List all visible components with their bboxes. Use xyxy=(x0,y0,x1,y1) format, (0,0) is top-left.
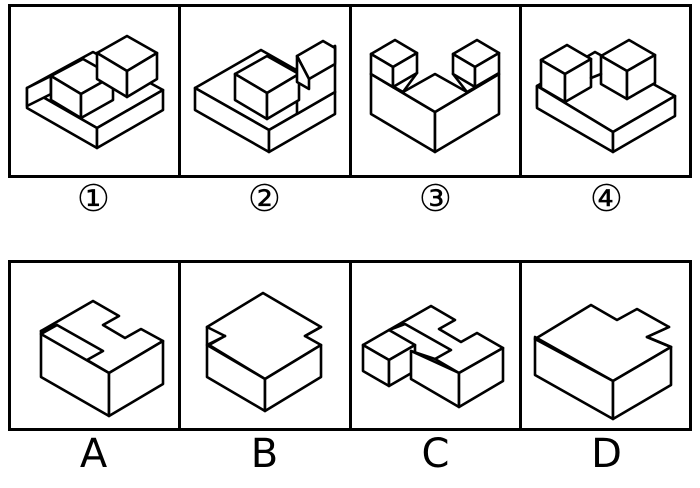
block-figure-1 xyxy=(25,34,164,150)
figure-cell-a[interactable] xyxy=(11,263,182,428)
figure-cell-2[interactable] xyxy=(181,7,352,175)
block-figure-2 xyxy=(193,39,337,154)
caption-circled-2: ② xyxy=(247,177,282,220)
caption-cell-b: B xyxy=(179,434,350,484)
figure-cell-b[interactable] xyxy=(181,263,352,428)
figure-cell-d[interactable] xyxy=(521,263,689,428)
caption-circled-1: ① xyxy=(76,177,111,220)
caption-circled-4: ④ xyxy=(589,177,624,220)
block-figure-3 xyxy=(369,38,501,154)
figure-cell-c[interactable] xyxy=(351,263,522,428)
block-option-c xyxy=(361,304,505,408)
caption-circled-3: ③ xyxy=(418,177,453,220)
figure-cell-4[interactable] xyxy=(521,7,689,175)
block-option-b xyxy=(205,291,323,412)
caption-cell-d: D xyxy=(521,434,692,484)
block-option-d xyxy=(534,303,673,420)
caption-cell-2: ② xyxy=(179,180,350,228)
caption-letter-a: A xyxy=(79,431,108,477)
figure-cell-3[interactable] xyxy=(351,7,522,175)
question-figure-row xyxy=(8,4,692,178)
caption-cell-3: ③ xyxy=(350,180,521,228)
block-figure-4 xyxy=(536,38,677,154)
caption-letter-d: D xyxy=(591,431,622,477)
block-option-a xyxy=(39,299,164,417)
caption-cell-4: ④ xyxy=(521,180,692,228)
caption-letter-b: B xyxy=(250,431,279,477)
caption-cell-1: ① xyxy=(8,180,179,228)
answer-caption-row: A B C D xyxy=(8,434,692,484)
caption-cell-c: C xyxy=(350,434,521,484)
answer-figure-row xyxy=(8,260,692,431)
question-caption-row: ① ② ③ ④ xyxy=(8,180,692,228)
caption-cell-a: A xyxy=(8,434,179,484)
caption-letter-c: C xyxy=(421,431,450,477)
figure-cell-1[interactable] xyxy=(11,7,182,175)
